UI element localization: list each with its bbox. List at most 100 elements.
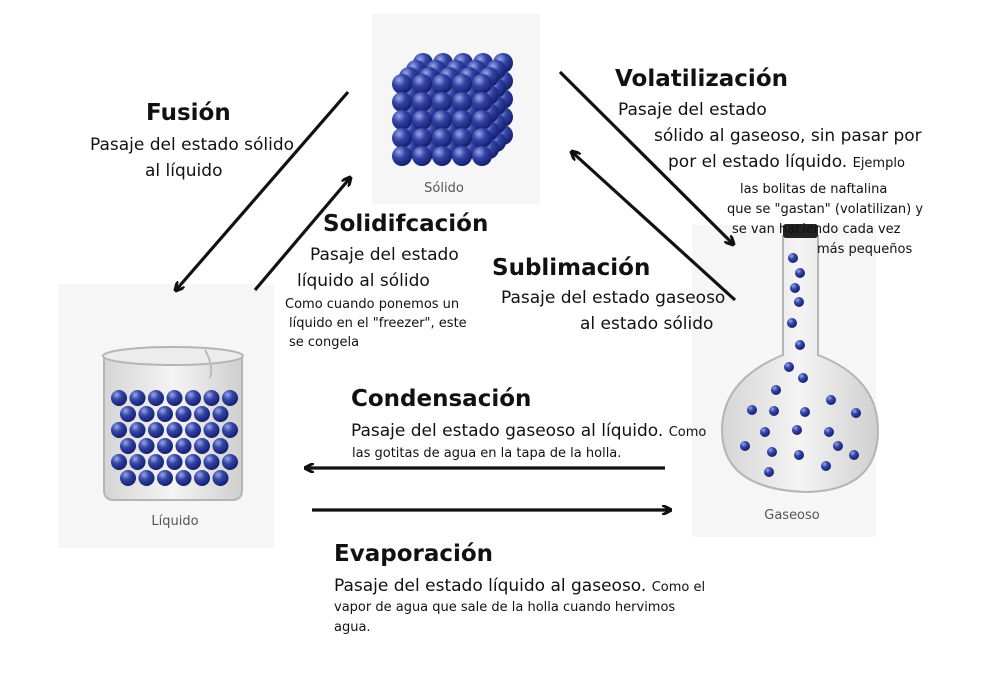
volatilization-note-inline: Ejemplo — [852, 156, 905, 171]
liquid-state-image: Líquido — [58, 284, 274, 548]
particle — [185, 454, 201, 470]
particle — [175, 406, 192, 422]
condensation-description-text: Pasaje del estado gaseoso al líquido. — [351, 421, 664, 441]
particle — [138, 470, 155, 486]
particle — [472, 110, 492, 130]
particle — [203, 454, 220, 470]
particle — [129, 422, 146, 438]
particle — [472, 74, 492, 94]
particle — [138, 406, 155, 422]
particle — [794, 450, 804, 460]
particle — [203, 422, 220, 438]
particle — [166, 454, 183, 470]
particle — [120, 470, 136, 486]
particle — [392, 92, 412, 112]
condensation-note: las gotitas de agua en la tapa de la hol… — [352, 446, 622, 461]
particle — [784, 362, 794, 372]
volatilization-note-line-2: que se "gastan" (volatilizan) y — [727, 202, 924, 217]
particle — [833, 441, 843, 451]
volatilization-title: Volatilización — [615, 66, 788, 92]
solidification-note-line-1: Como cuando ponemos un — [285, 297, 460, 312]
fusion-arrow — [176, 90, 350, 290]
solidification-description-line-2: líquido al sólido — [297, 271, 430, 291]
particle — [194, 470, 210, 486]
particle — [452, 74, 472, 94]
particle — [432, 128, 452, 148]
particle — [771, 385, 781, 395]
particle — [740, 441, 750, 451]
evaporation-note-inline: Como el — [651, 580, 706, 595]
particle — [767, 447, 777, 457]
particle — [185, 422, 201, 438]
evaporation-description: Pasaje del estado líquido al gaseoso. Co… — [334, 574, 705, 599]
particle — [452, 146, 472, 166]
particle — [222, 390, 238, 406]
particle — [166, 390, 183, 406]
particle — [790, 283, 800, 293]
particle — [212, 470, 229, 486]
particle — [194, 406, 210, 422]
particle — [392, 128, 412, 148]
sublimation-description-line-1: Pasaje del estado gaseoso — [501, 288, 726, 308]
fusion-title: Fusión — [146, 100, 231, 126]
particle — [760, 427, 770, 437]
particle — [222, 422, 238, 438]
particle — [795, 268, 805, 278]
particle — [185, 390, 201, 406]
particle — [764, 467, 774, 477]
particle — [412, 92, 432, 112]
particle — [432, 92, 452, 112]
volatilization-description-line-1: Pasaje del estado — [618, 100, 767, 120]
evaporation-note-line-2: agua. — [334, 620, 371, 635]
solidification-note-line-2: líquido en el "freezer", este — [289, 316, 467, 331]
particle — [120, 438, 136, 454]
particle — [129, 454, 146, 470]
particle — [800, 407, 810, 417]
fusion-description-line-1: Pasaje del estado sólido — [90, 135, 295, 155]
particle — [175, 438, 192, 454]
particle — [412, 146, 432, 166]
sublimation-title: Sublimación — [492, 255, 651, 281]
liquid-label: Líquido — [151, 514, 198, 529]
solid-state-image: Sólido — [372, 14, 540, 204]
liquid-particles — [111, 390, 238, 486]
particle — [148, 390, 164, 406]
gas-label: Gaseoso — [764, 508, 820, 523]
condensation-note-inline: Como — [668, 425, 707, 440]
particle — [826, 395, 836, 405]
particle — [129, 390, 146, 406]
solid-label: Sólido — [424, 181, 464, 196]
particle — [111, 454, 127, 470]
particle — [452, 92, 472, 112]
particle — [392, 74, 412, 94]
particle — [432, 74, 452, 94]
particle — [222, 454, 238, 470]
particle — [432, 110, 452, 130]
particle — [851, 408, 861, 418]
particle — [212, 438, 229, 454]
particle — [787, 318, 797, 328]
particle — [120, 406, 136, 422]
particle — [157, 406, 173, 422]
particle — [794, 297, 804, 307]
particle — [392, 110, 412, 130]
solid-particles — [392, 53, 513, 166]
particle — [157, 438, 173, 454]
solidification-description-line-1: Pasaje del estado — [310, 245, 459, 265]
volatilization-note-line-1: las bolitas de naftalina — [740, 182, 888, 197]
gas-state-image: Gaseoso — [692, 224, 880, 537]
particle — [472, 128, 492, 148]
particle — [769, 406, 779, 416]
particle — [788, 253, 798, 263]
particle — [111, 422, 127, 438]
particle — [412, 128, 432, 148]
particle — [452, 110, 472, 130]
evaporation-note-line-1: vapor de agua que sale de la holla cuand… — [334, 600, 676, 615]
particle — [472, 146, 492, 166]
particle — [792, 425, 802, 435]
particle — [472, 92, 492, 112]
particle — [821, 461, 831, 471]
gas-particles — [740, 253, 861, 477]
particle — [203, 390, 220, 406]
solidification-title: Solidifcación — [323, 211, 489, 237]
